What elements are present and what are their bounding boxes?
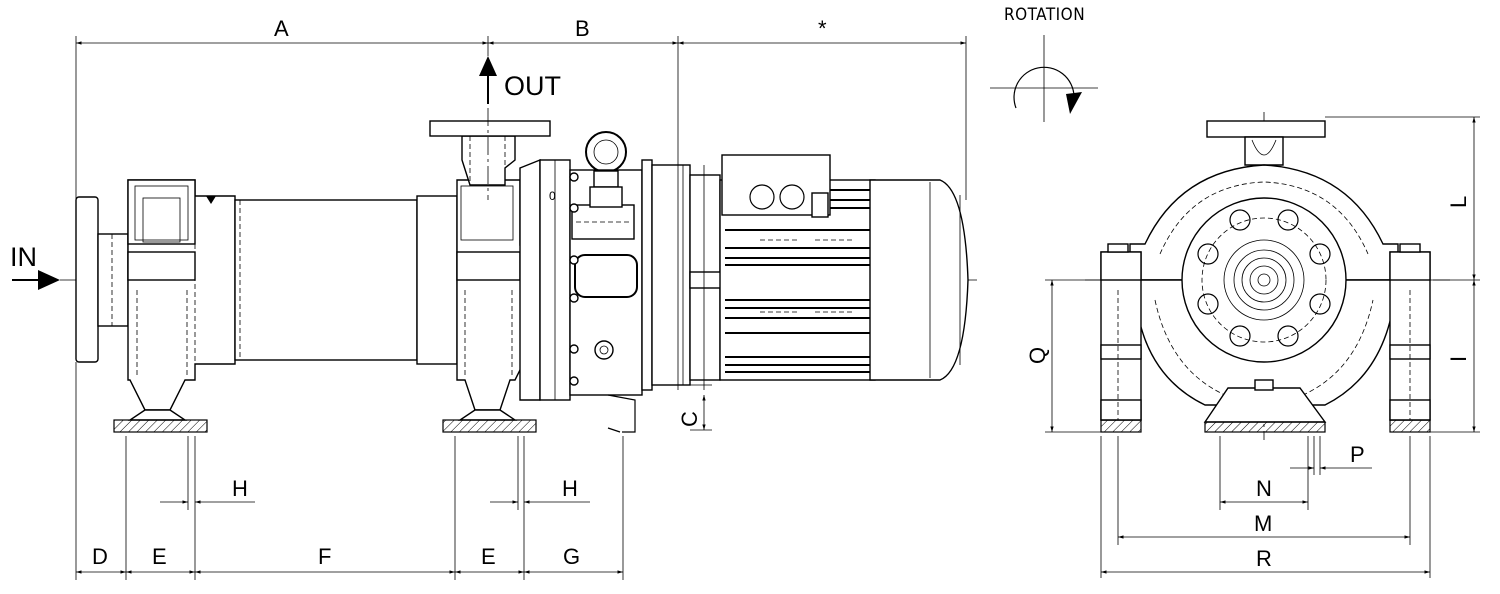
dim-label-b: B	[575, 16, 590, 41]
end-foot-left	[1100, 243, 1142, 433]
dim-l: L	[1325, 116, 1480, 281]
suction-flange	[75, 196, 129, 363]
dim-label-e-2: E	[481, 544, 496, 569]
discharge-stage	[416, 179, 526, 411]
dim-label-g: G	[563, 544, 580, 569]
dim-label-star: *	[818, 16, 827, 41]
bottom-extension-lines	[75, 362, 624, 580]
dim-label-p: P	[1350, 442, 1365, 467]
inlet-label: IN	[10, 242, 37, 272]
dim-label-q: Q	[1025, 347, 1050, 364]
dim-m: M	[1118, 511, 1410, 539]
dim-h-discharge: H	[490, 476, 590, 504]
bracket-mark: 0	[549, 189, 556, 203]
dim-label-l: L	[1446, 196, 1471, 208]
bearing-bracket: 0	[519, 158, 643, 433]
top-dimensions: A B *	[75, 16, 967, 390]
bottom-dimensions: D E F E G	[76, 544, 623, 574]
fan-cover	[869, 179, 969, 381]
side-view: 0	[10, 16, 980, 580]
dim-r: R	[1101, 546, 1430, 574]
dim-label-n: N	[1256, 476, 1272, 501]
dim-label-e-1: E	[152, 544, 167, 569]
discharge-foot	[442, 409, 537, 433]
dim-label-i: I	[1446, 356, 1471, 362]
rotation-arrow-icon	[1013, 66, 1075, 109]
dim-i: I	[1430, 280, 1480, 433]
dim-label-a: A	[274, 16, 289, 41]
dim-h-suction: H	[160, 476, 255, 504]
suction-stage	[127, 179, 236, 411]
stage-body	[234, 199, 418, 361]
outlet-label: OUT	[504, 71, 561, 101]
dim-label-d: D	[92, 544, 108, 569]
dim-label-r: R	[1256, 546, 1272, 571]
outlet-arrow-icon	[479, 56, 497, 104]
dim-n: N	[1220, 476, 1308, 504]
discharge-nozzle	[429, 108, 551, 200]
dim-p: P	[1290, 442, 1372, 470]
motor-flange	[641, 159, 731, 391]
dim-label-h-2: H	[562, 476, 578, 501]
dim-label-c: C	[677, 411, 702, 427]
cooling-fins	[725, 189, 870, 373]
end-view: L I Q P N	[1025, 112, 1480, 578]
inlet-arrow-icon	[12, 270, 60, 290]
bolt-holes	[1197, 209, 1331, 347]
suction-foot	[113, 409, 208, 433]
rotation-symbol: ROTATION	[990, 5, 1098, 122]
end-casing-cover	[1181, 197, 1347, 363]
motor-body	[719, 154, 969, 381]
dim-label-m: M	[1254, 511, 1272, 536]
dim-q: Q	[1025, 279, 1101, 433]
dim-label-h-1: H	[232, 476, 248, 501]
end-discharge-flange	[1206, 120, 1326, 138]
rotation-label: ROTATION	[1004, 5, 1085, 25]
terminal-box	[721, 154, 831, 218]
end-foot-right	[1389, 243, 1431, 433]
dim-label-f: F	[318, 544, 331, 569]
lifting-eye	[585, 131, 627, 208]
dim-c: C	[677, 165, 712, 431]
